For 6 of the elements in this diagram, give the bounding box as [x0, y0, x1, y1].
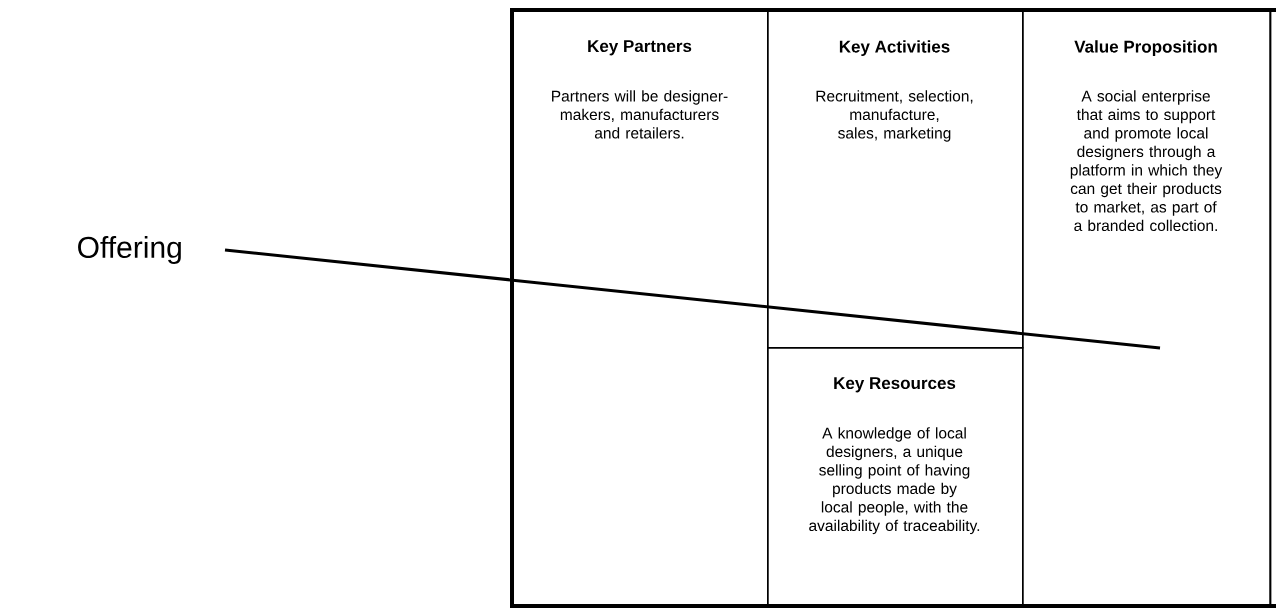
canvas-cell: Value Proposition A social enterprise that aims to support and promote local designers through a platform in which they can get their products to market, as part of a branded collection.	[1022, 10, 1272, 608]
canvas-cell: Key Resources A knowledge of local designers, a unique selling point of having products made by local people, with the availability of traceability.	[767, 347, 1024, 608]
canvas-cell: Key Activities Recruitment, selection, manufacture, sales, marketing	[767, 10, 1024, 349]
leader-line	[224, 248, 1161, 350]
canvas-cell: Key Partners Partners will be designer-makers, manufacturers and retailers.	[512, 10, 769, 608]
offering-label: Offering	[78, 236, 181, 264]
